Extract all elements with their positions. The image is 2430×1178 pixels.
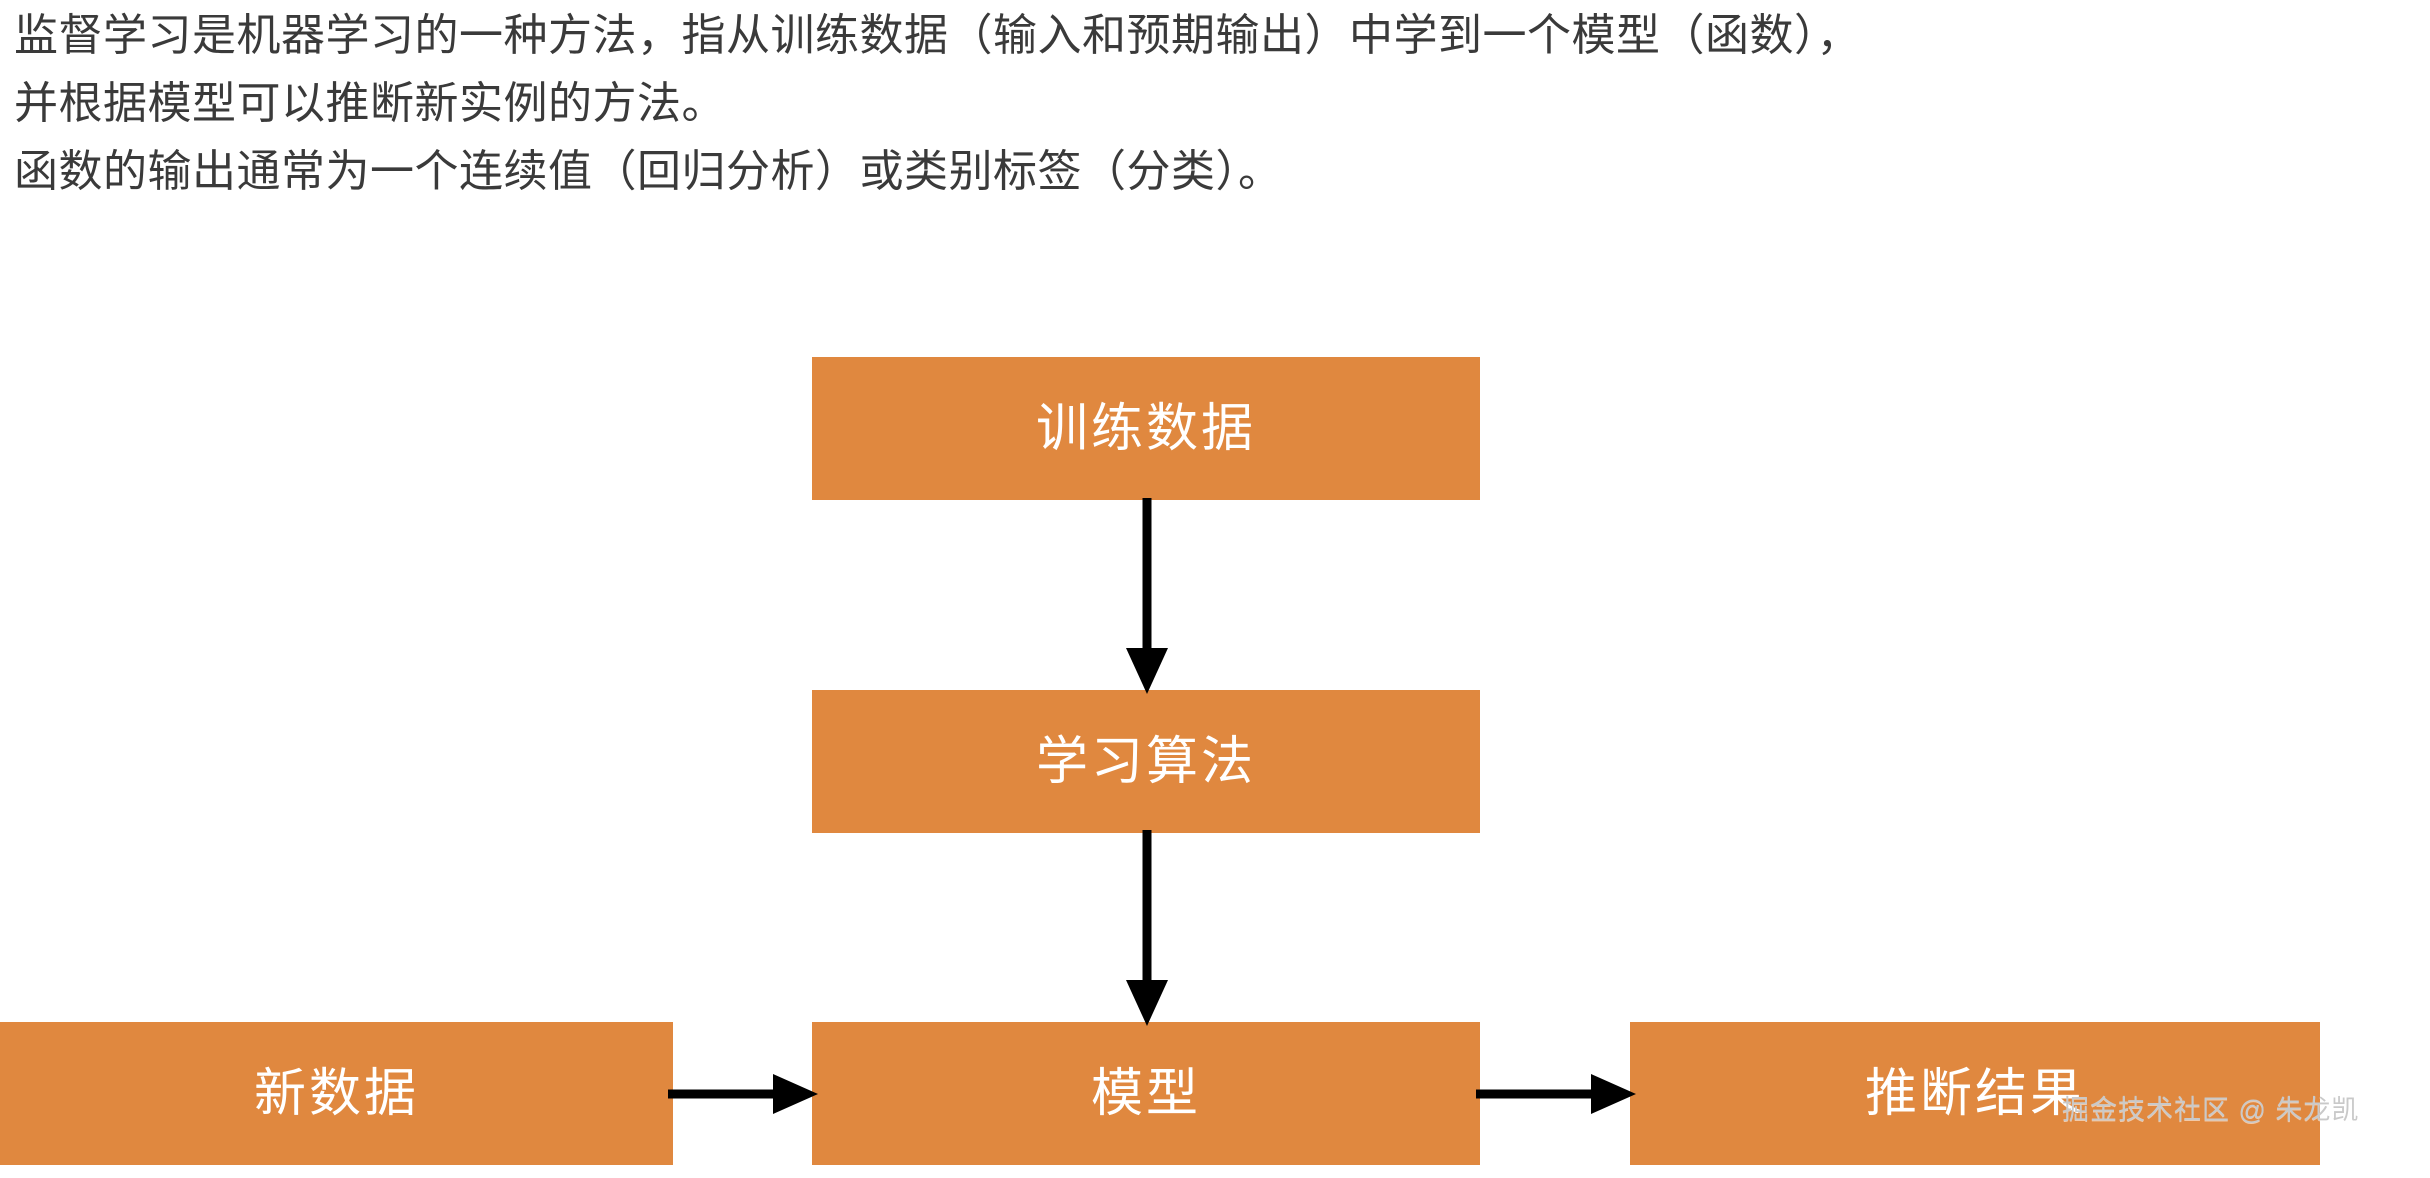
flow-node-label: 训练数据 bbox=[1035, 399, 1256, 458]
flow-node-inference-result: 推断结果 bbox=[1630, 1022, 2320, 1165]
flow-node-label: 学习算法 bbox=[1035, 732, 1256, 791]
flow-node-new-data: 新数据 bbox=[0, 1022, 673, 1165]
arrow-right-icon-new-data-to-model bbox=[668, 1074, 818, 1114]
flow-node-label: 模型 bbox=[1090, 1064, 1201, 1123]
paragraph-line-2: 并根据模型可以推断新实例的方法。 bbox=[14, 79, 726, 128]
flow-node-label: 推断结果 bbox=[1864, 1064, 2085, 1123]
flow-node-model: 模型 bbox=[812, 1022, 1480, 1165]
intro-paragraph: 监督学习是机器学习的一种方法，指从训练数据（输入和预期输出）中学到一个模型（函数… bbox=[14, 2, 2414, 206]
arrow-down-icon-training-to-algorithm bbox=[1126, 498, 1168, 694]
flow-node-label: 新数据 bbox=[253, 1064, 419, 1123]
paragraph-line-1: 监督学习是机器学习的一种方法，指从训练数据（输入和预期输出）中学到一个模型（函数… bbox=[14, 11, 1861, 60]
flow-node-learning-algorithm: 学习算法 bbox=[812, 690, 1480, 833]
paragraph-line-3: 函数的输出通常为一个连续值（回归分析）或类别标签（分类）。 bbox=[14, 147, 1283, 196]
flow-node-training-data: 训练数据 bbox=[812, 357, 1480, 500]
arrow-down-icon-algorithm-to-model bbox=[1126, 830, 1168, 1026]
arrow-right-icon-model-to-inference-result bbox=[1476, 1074, 1636, 1114]
watermark-text: 掘金技术社区 @ 朱龙凯 bbox=[2062, 1095, 2360, 1125]
